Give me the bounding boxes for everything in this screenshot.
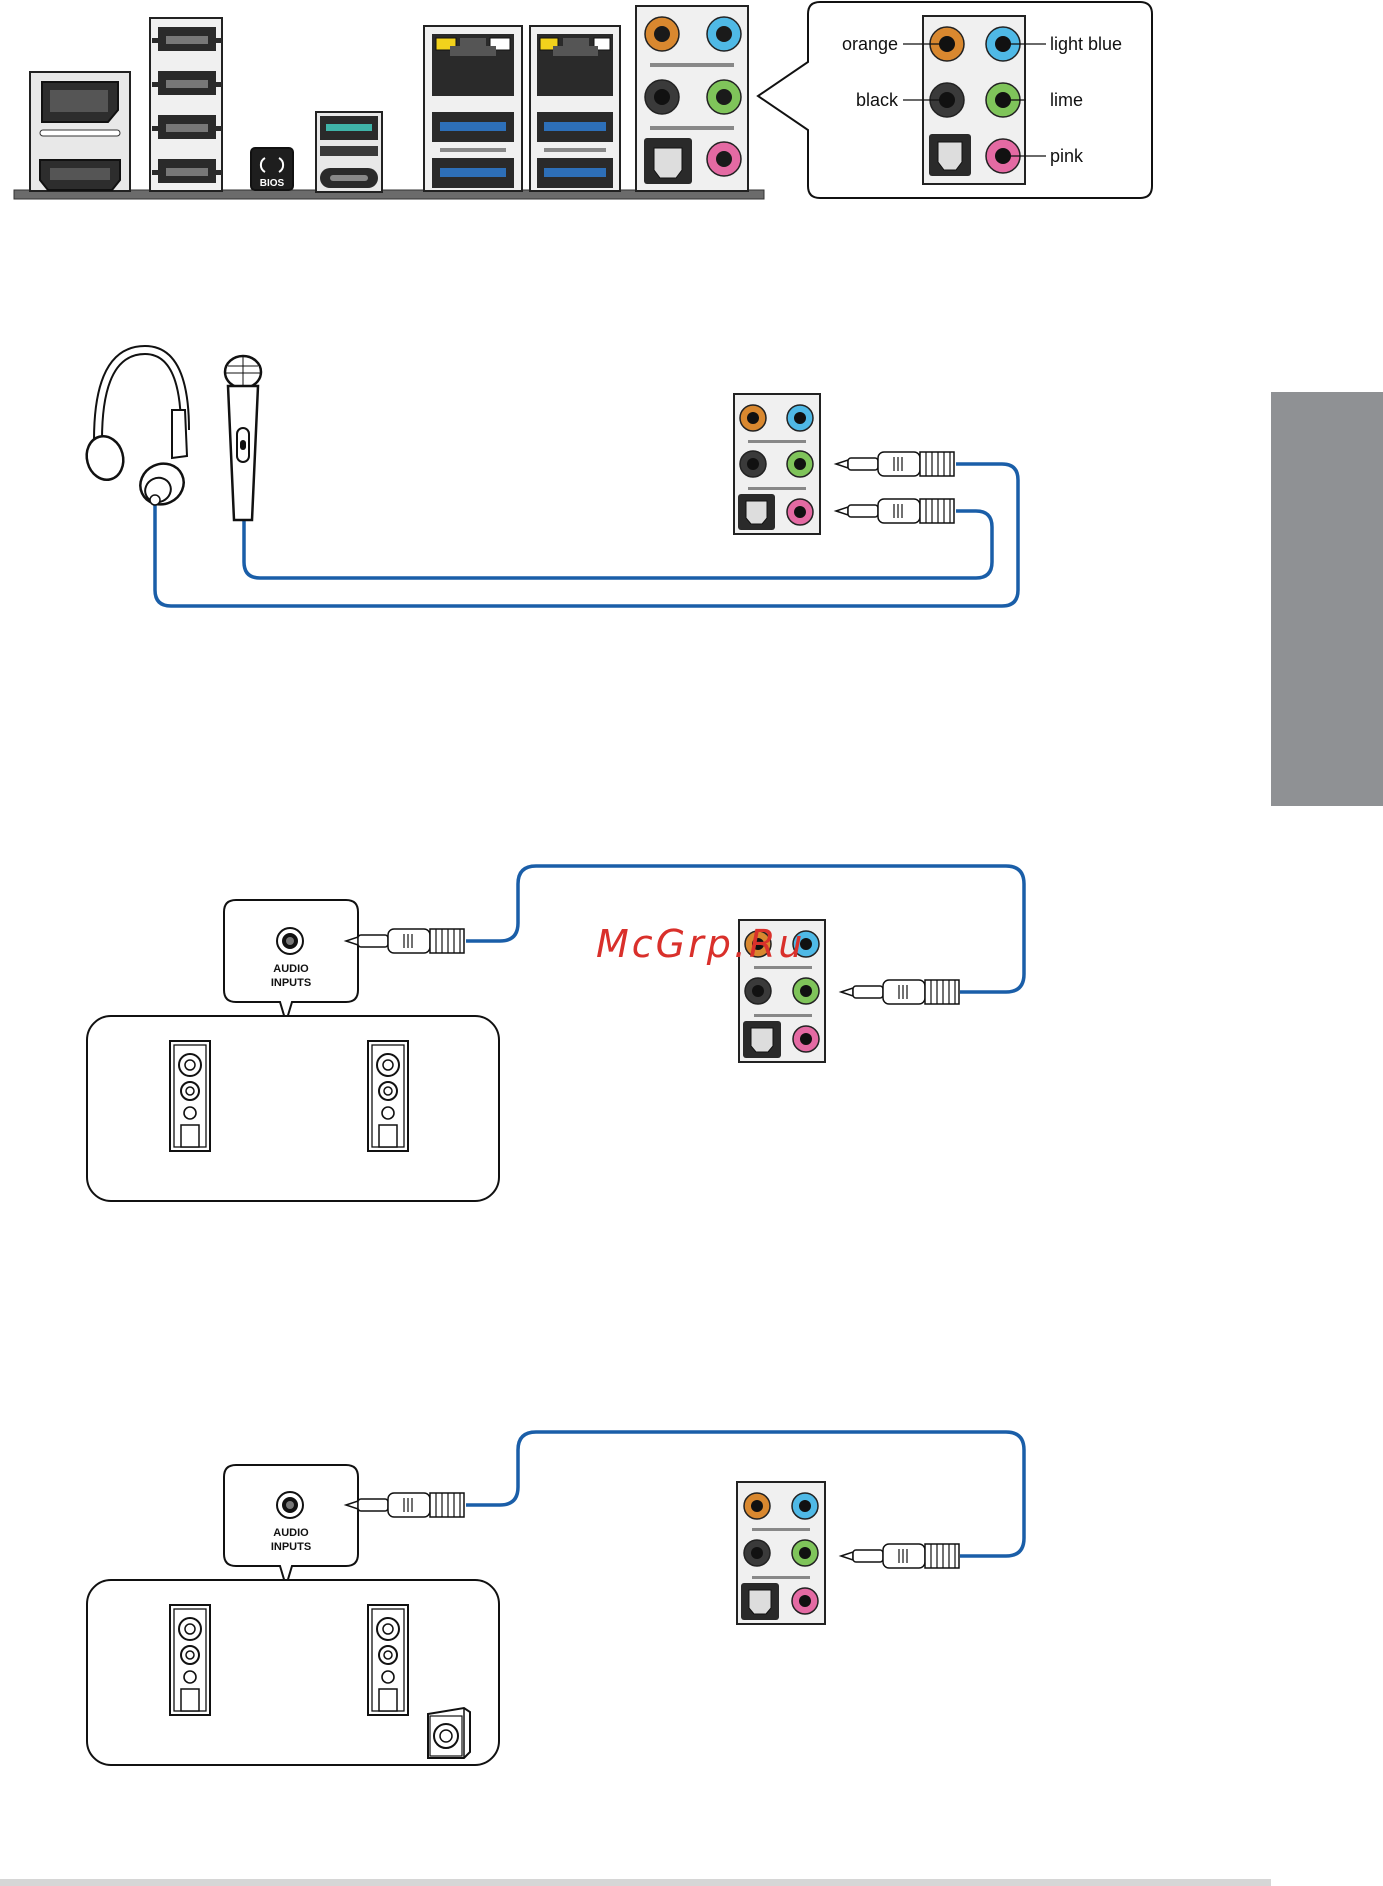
headphone-mic-connection bbox=[82, 350, 1018, 606]
two-one-channel-speaker-connection: AUDIO INPUTS bbox=[87, 1432, 1024, 1765]
right-speaker-icon bbox=[368, 1041, 408, 1151]
label-pink: pink bbox=[1050, 146, 1084, 166]
footer-bar bbox=[0, 1879, 1271, 1886]
right-speaker-icon-21ch bbox=[368, 1605, 408, 1715]
jack-plug-lime-21ch bbox=[841, 1544, 959, 1568]
label-light-blue: light blue bbox=[1050, 34, 1122, 54]
audio-inputs-bubble bbox=[224, 900, 358, 1022]
audio-inputs-label-line2: INPUTS bbox=[271, 977, 311, 989]
audio-color-callout: orange black light blue lime pink bbox=[758, 2, 1152, 198]
usb3-port-icon bbox=[440, 122, 506, 131]
speaker-set-box-2ch bbox=[87, 1016, 499, 1201]
side-tab bbox=[1271, 392, 1383, 806]
usb31-teal-port-icon bbox=[326, 124, 372, 131]
label-black: black bbox=[856, 90, 899, 110]
jack-plug-pink bbox=[836, 499, 954, 523]
two-channel-speaker-connection: AUDIO INPUTS McGrp.Ru bbox=[87, 866, 1024, 1201]
microphone-icon bbox=[225, 356, 261, 520]
audio-inputs-bubble-21ch bbox=[224, 1465, 358, 1586]
jack-plug-lime-2ch bbox=[841, 980, 959, 1004]
audio-inputs-label-line2-21ch: INPUTS bbox=[271, 1541, 311, 1553]
audio-inputs-label-line1-21ch: AUDIO bbox=[273, 1527, 309, 1539]
watermark: McGrp.Ru bbox=[596, 922, 805, 966]
subwoofer-icon bbox=[428, 1708, 470, 1758]
jack-plug-lime bbox=[836, 452, 954, 476]
audio-panel-21ch bbox=[737, 1482, 825, 1624]
headphone-cable bbox=[155, 464, 1018, 606]
audio-panel-headphone-mic bbox=[734, 394, 820, 534]
jack-plug-speaker-input-21ch bbox=[346, 1493, 464, 1517]
audio-inputs-label-line1: AUDIO bbox=[273, 963, 309, 975]
jack-plug-speaker-input-2ch bbox=[346, 929, 464, 953]
left-speaker-icon-21ch bbox=[170, 1605, 210, 1715]
bios-label: BIOS bbox=[260, 178, 285, 189]
headphones-icon bbox=[82, 350, 190, 511]
rear-io-panel: BIOS bbox=[14, 6, 764, 199]
left-speaker-icon bbox=[170, 1041, 210, 1151]
label-lime: lime bbox=[1050, 90, 1083, 110]
label-orange: orange bbox=[842, 34, 898, 54]
